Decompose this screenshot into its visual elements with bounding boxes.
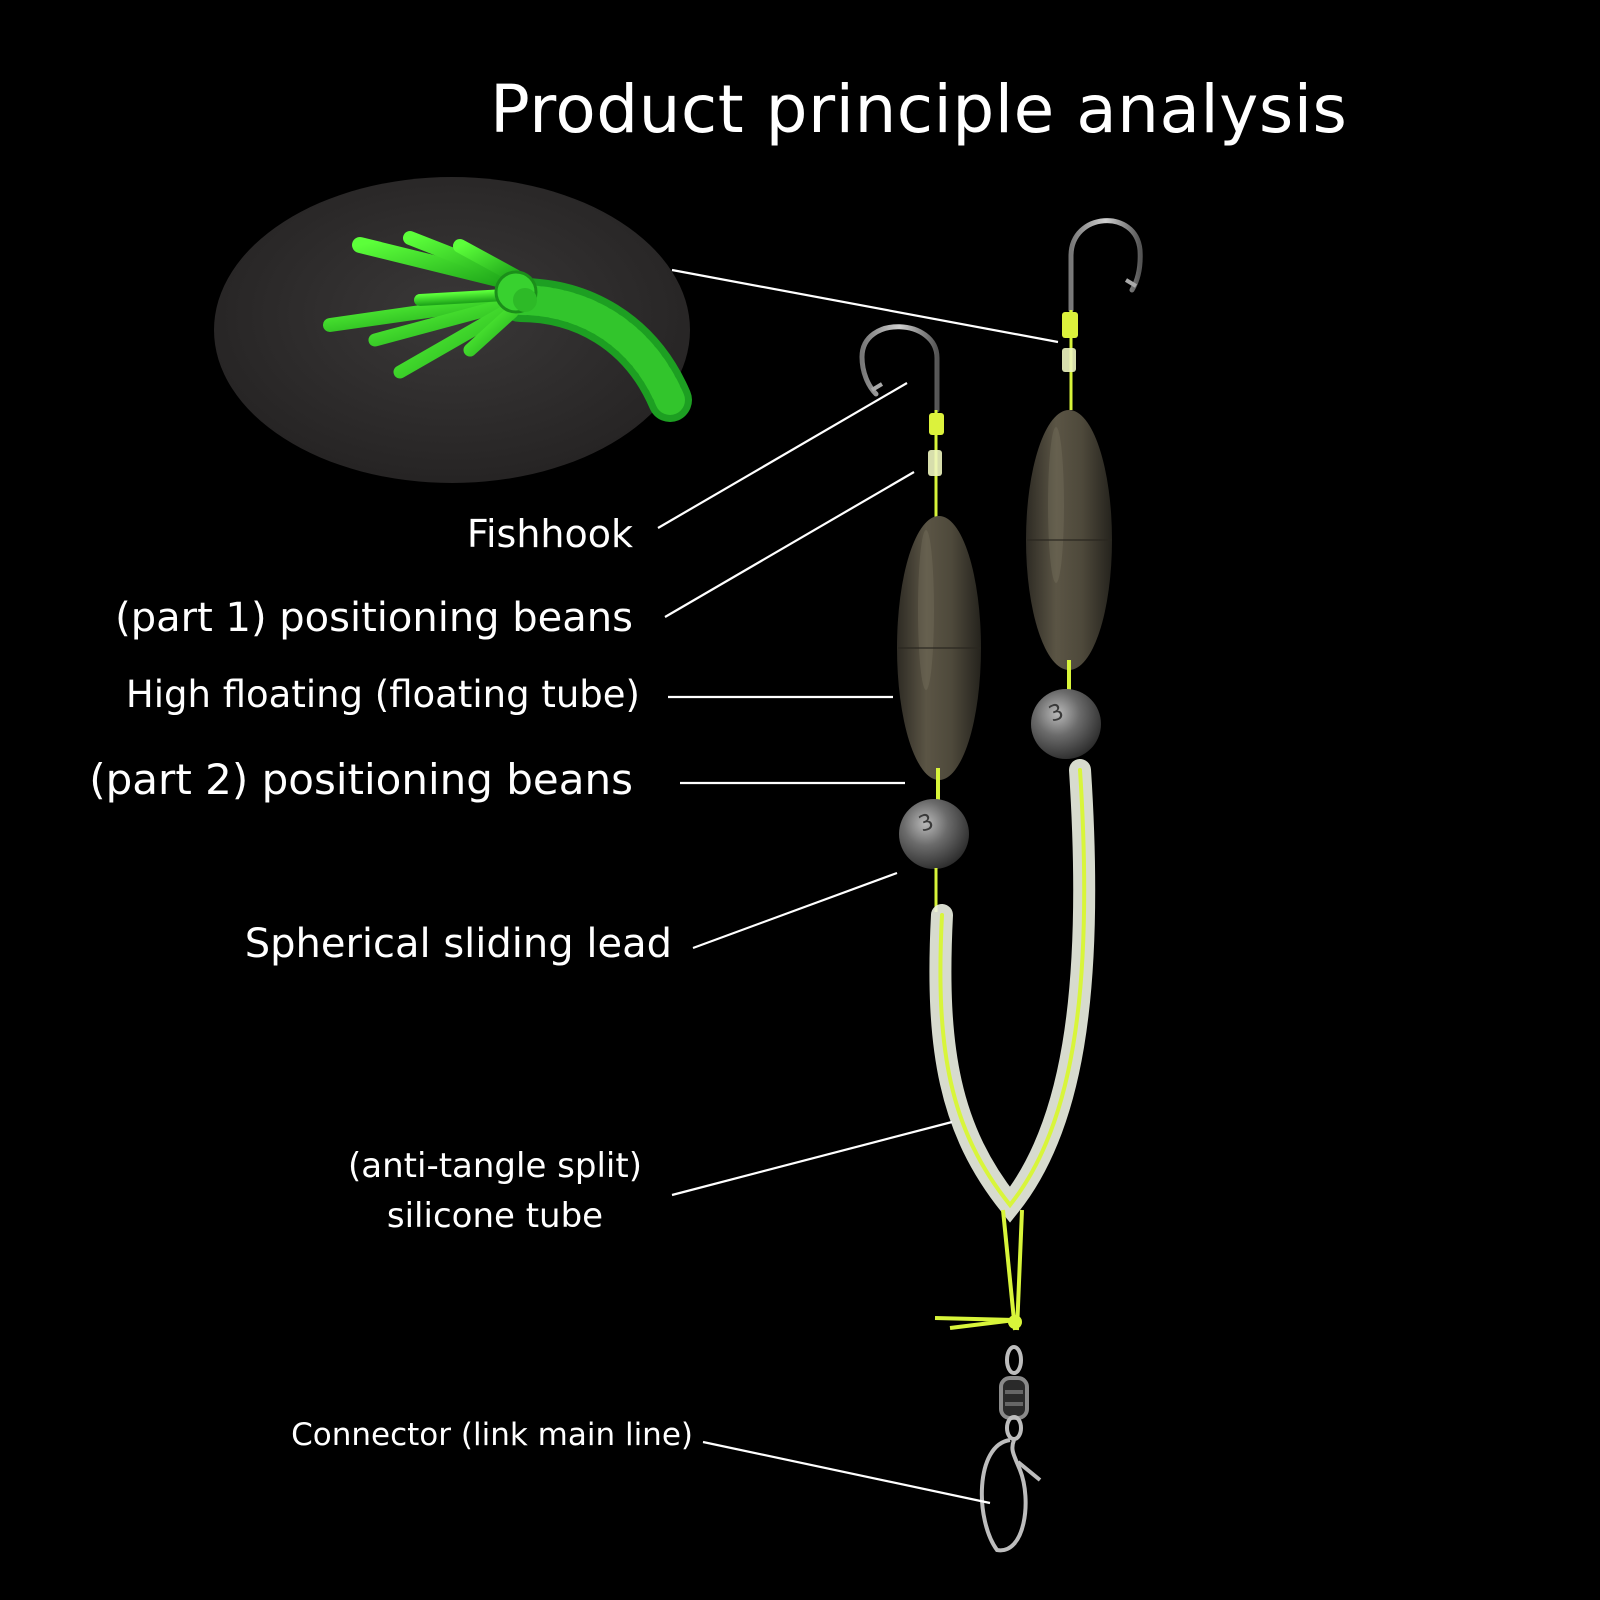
- label-connector: Connector (link main line): [291, 1417, 693, 1453]
- label-silicone-tube-line1: (anti-tangle split): [348, 1146, 642, 1186]
- silicone-tube-icon: [929, 759, 1096, 1223]
- fishhook-icon: [1068, 218, 1143, 313]
- label-floating-tube: High floating (floating tube): [125, 673, 640, 716]
- callout-lines: [657, 268, 1059, 1505]
- label-sliding-lead: Spherical sliding lead: [244, 921, 672, 967]
- braided-line-closeup: [214, 177, 692, 483]
- label-silicone-tube-line2: silicone tube: [386, 1196, 604, 1236]
- right-rig: 3: [1026, 218, 1143, 759]
- sliding-lead-icon: [899, 799, 969, 869]
- leader-lines: [934, 1209, 1024, 1331]
- left-rig: 3: [859, 324, 981, 912]
- swivel-connector-icon: [979, 1345, 1042, 1553]
- positioning-bean-icon: [1062, 312, 1078, 338]
- positioning-bean-icon: [929, 413, 944, 435]
- label-positioning-beans-1: (part 1) positioning beans: [115, 595, 633, 641]
- fishhook-icon: [859, 324, 940, 413]
- page-title: Product principle analysis: [490, 71, 1348, 148]
- sliding-lead-icon: [1031, 689, 1101, 759]
- label-fishhook: Fishhook: [466, 512, 633, 556]
- label-positioning-beans-2: (part 2) positioning beans: [89, 755, 633, 804]
